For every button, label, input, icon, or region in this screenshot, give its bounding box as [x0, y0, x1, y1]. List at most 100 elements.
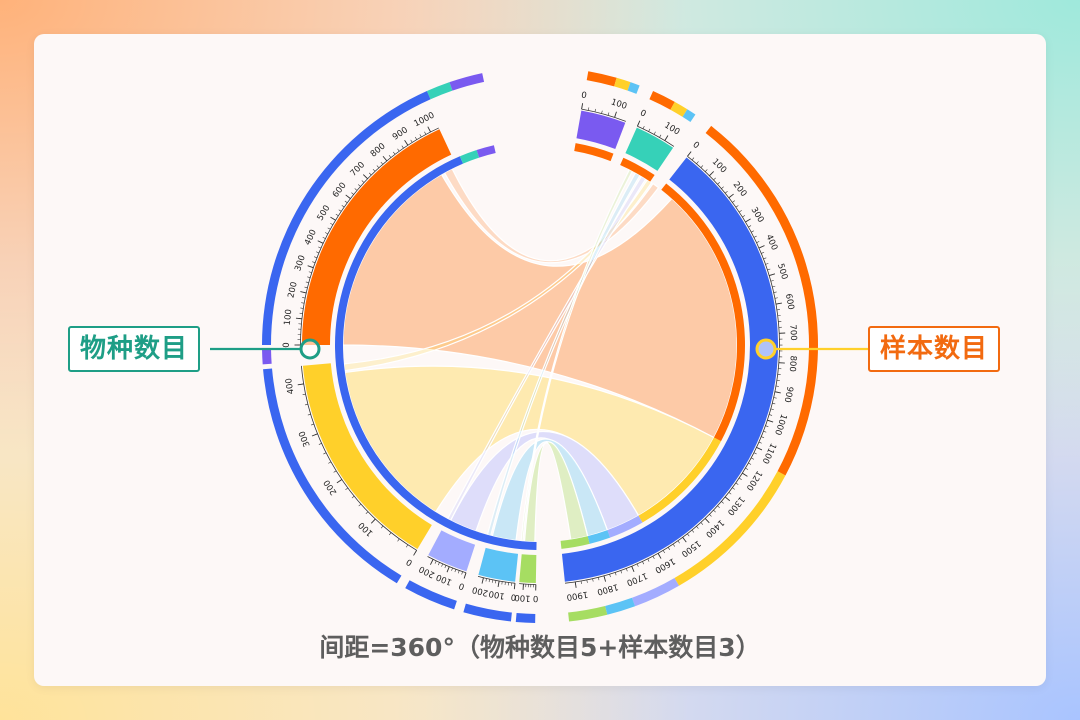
right-axis-2-minor-tick	[705, 169, 708, 172]
right-axis-2-minor-tick	[758, 441, 762, 444]
left-axis-2-tick	[430, 559, 434, 565]
right-axis-2-tick	[745, 218, 751, 223]
right-axis-2-minor-tick	[709, 514, 712, 517]
right-axis-0-tick	[581, 103, 584, 110]
left-axis-0-tick	[295, 317, 302, 320]
right-axis-2-minor-tick	[745, 467, 749, 470]
right-axis-2-minor-tick	[721, 501, 724, 504]
right-axis-2-minor-tick	[770, 280, 774, 282]
samples-pointer-circle	[755, 338, 777, 360]
right-outer-yellow	[674, 471, 786, 586]
right-axis-2-minor-tick	[735, 482, 739, 485]
left-axis-0-tick-label: 600	[331, 181, 349, 200]
left-axis-0-tick-label: 900	[391, 125, 410, 142]
right-axis-2-tick	[657, 553, 662, 559]
left-axis-2-minor-tick	[441, 563, 444, 567]
right-axis-2-minor-tick	[765, 263, 769, 265]
right-axis-2-tick-label: 400	[763, 233, 779, 252]
left-axis-0-tick-label: 200	[286, 281, 299, 299]
right-axis-2-minor-tick	[687, 533, 690, 537]
right-axis-2-minor-tick	[592, 578, 594, 582]
ribbons-layer	[342, 167, 738, 543]
right-axis-2-tick-label: 900	[782, 385, 795, 403]
left-axis-0-minor-tick	[401, 145, 404, 149]
left-axis-3-minor-tick	[491, 579, 494, 583]
left-outer-blue-5	[515, 612, 536, 623]
right-axis-2-tick-label: 700	[787, 324, 798, 341]
right-axis-2-tick	[682, 537, 687, 543]
left-axis-1-tick	[297, 383, 304, 386]
left-outer-blue-4	[463, 603, 512, 622]
right-axis-2-tick	[756, 446, 763, 451]
left-axis-1-minor-tick	[333, 470, 337, 473]
right-segment-0	[576, 110, 626, 149]
right-axis-2-minor-tick	[761, 251, 765, 254]
right-axis-2-minor-tick	[767, 268, 771, 271]
right-axis-2-tick-label: 500	[775, 262, 789, 280]
left-axis-2-minor-tick	[454, 569, 457, 573]
left-axis-2-tick	[463, 572, 467, 579]
right-axis-2-minor-tick	[614, 572, 617, 576]
left-axis-1-tick	[336, 479, 343, 484]
right-axis-2-minor-tick	[721, 186, 724, 189]
left-axis-1-minor-tick	[328, 461, 332, 464]
left-axis-0-tick	[317, 240, 324, 244]
right-axis-2-tick-label: 1300	[725, 494, 746, 517]
right-axis-2-minor-tick	[739, 210, 742, 213]
left-axis-1-minor-tick	[351, 495, 355, 499]
left-axis-1-tick-label: 400	[284, 377, 297, 395]
right-axis-2-minor-tick	[700, 165, 704, 168]
right-axis-2-tick-label: 1200	[744, 469, 764, 493]
right-axis-2-tick	[758, 245, 765, 249]
right-axis-2-tick	[728, 193, 734, 199]
left-outer-purple	[449, 73, 485, 91]
right-inner-yellow	[638, 437, 722, 523]
left-axis-1-minor-tick	[304, 403, 309, 406]
left-axis-0-minor-tick	[368, 172, 372, 176]
left-axis-0-minor-tick	[341, 205, 345, 208]
left-axis-0-minor-tick	[351, 192, 354, 195]
left-axis-1-minor-tick	[307, 413, 311, 416]
left-axis-0-minor-tick	[308, 271, 312, 273]
right-outer-green	[568, 606, 608, 622]
left-axis-2-tick-label: 0	[458, 580, 466, 591]
right-inner-sky	[587, 530, 611, 544]
right-axis-2-minor-tick	[725, 191, 728, 194]
right-axis-2-minor-tick	[772, 285, 776, 288]
left-axis-2-tick-label: 200	[418, 563, 437, 579]
right-axis-2-tick	[704, 518, 710, 524]
left-axis-1-minor-tick	[365, 511, 369, 514]
left-axis-1-tick-label: 0	[405, 556, 415, 567]
right-axis-2-minor-tick	[751, 230, 755, 233]
right-axis-1-minor-tick	[648, 128, 651, 132]
right-axis-2-tick-label: 200	[731, 180, 749, 199]
left-segment-3	[478, 547, 519, 582]
right-axis-2-tick-label: 800	[787, 355, 798, 372]
left-axis-1-baseline	[301, 365, 417, 551]
right-outer-sky-1	[627, 82, 640, 94]
right-axis-2-minor-tick	[748, 225, 752, 228]
right-axis-2-minor-tick	[691, 529, 695, 533]
left-axis-1-tick-label: 200	[322, 478, 339, 497]
left-axis-0-tick	[330, 216, 336, 221]
left-axis-0-minor-tick	[419, 134, 422, 138]
left-axis-0-minor-tick	[314, 256, 318, 259]
left-axis-0-minor-tick	[325, 232, 328, 235]
right-axis-2-tick	[687, 151, 692, 157]
left-axis-2-minor-tick	[457, 570, 460, 574]
left-axis-0-minor-tick	[338, 209, 342, 212]
left-axis-1-minor-tick	[302, 393, 306, 395]
right-segment-1	[625, 127, 674, 171]
right-axis-2-tick-label: 1700	[625, 570, 649, 588]
right-axis-2-minor-tick	[717, 505, 720, 509]
right-axis-2-minor-tick	[761, 436, 765, 439]
left-axis-0-minor-tick	[335, 213, 339, 217]
right-axis-1-minor-tick	[642, 125, 645, 129]
left-axis-0-minor-tick	[354, 188, 358, 191]
left-axis-2-minor-tick	[437, 562, 440, 566]
right-axis-2-minor-tick	[775, 385, 779, 387]
right-axis-2-minor-tick	[765, 425, 769, 427]
caption: 间距=360°（物种数目5+样本数目3）	[319, 633, 761, 662]
